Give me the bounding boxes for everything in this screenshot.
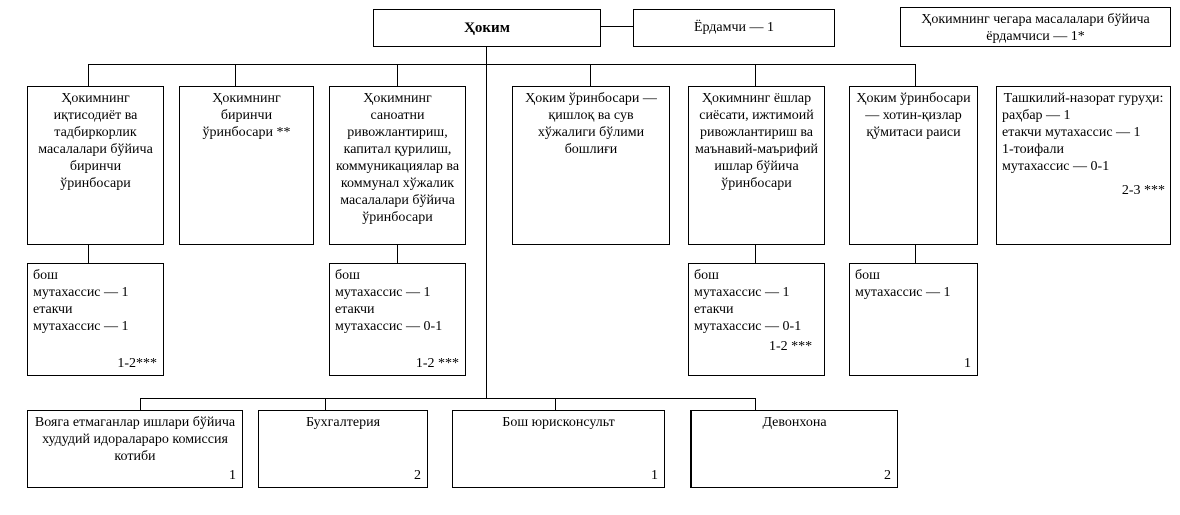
connector-line — [486, 46, 487, 398]
connector-line — [915, 64, 916, 86]
staff-count: 1 — [964, 356, 971, 371]
connector-line — [235, 64, 236, 86]
staff-line: бош — [694, 268, 719, 283]
staff-count: 1-2 *** — [769, 339, 813, 354]
connector-line — [915, 245, 916, 263]
deputy-label: Ҳокимнинг саноатни ривожлантириш, капита… — [335, 91, 460, 225]
border-assistant-box: Ҳокимнинг чегара масалалари бўйича ёрдам… — [900, 7, 1171, 47]
connector-line — [755, 398, 756, 410]
connector-line — [755, 245, 756, 263]
assistant-label: Ёрдамчи — 1 — [693, 20, 775, 35]
staff-box-economy: бош мутахассис — 1 етакчи мутахассис — 1… — [27, 263, 164, 376]
staff-line: мутахассис — 0-1 — [335, 319, 443, 334]
staff-line: бош — [335, 268, 360, 283]
connector-line — [88, 64, 89, 86]
staff-line: бош — [33, 268, 58, 283]
staff-line: бош — [855, 268, 880, 283]
bottom-box-commission: Вояга етмаганлар ишлари бўйича худудий и… — [27, 410, 243, 488]
head-label: Ҳоким — [464, 20, 510, 36]
staff-count: 1-2*** — [117, 356, 157, 371]
assistant-box: Ёрдамчи — 1 — [633, 9, 835, 47]
bottom-label: Бош юрисконсульт — [502, 415, 615, 430]
deputy-box-industry: Ҳокимнинг саноатни ривожлантириш, капита… — [329, 86, 466, 245]
bottom-box-office: Девонхона 2 — [690, 410, 898, 488]
bottom-box-legal: Бош юрисконсульт 1 — [452, 410, 665, 488]
staff-line: мутахассис — 1 — [33, 319, 129, 334]
staff-box-women: бош мутахассис — 1 1 — [849, 263, 978, 376]
deputy-box-economy: Ҳокимнинг иқтисодиёт ва тадбиркорлик мас… — [27, 86, 164, 245]
connector-line — [140, 398, 755, 399]
staff-line: мутахассис — 1 — [335, 285, 431, 300]
bottom-label: Вояга етмаганлар ишлари бўйича худудий и… — [34, 415, 236, 464]
bottom-count: 2 — [414, 468, 421, 483]
deputy-box-agriculture: Ҳоким ўринбосари — қишлоқ ва сув хўжалиг… — [512, 86, 670, 245]
control-group-title: Ташкилий-назорат гуруҳи: — [1003, 91, 1164, 106]
control-group-box: Ташкилий-назорат гуруҳи: раҳбар — 1 етак… — [996, 86, 1171, 245]
connector-line — [88, 64, 916, 65]
deputy-label: Ҳокимнинг иқтисодиёт ва тадбиркорлик мас… — [38, 91, 153, 191]
staff-line: мутахассис — 1 — [33, 285, 129, 300]
control-group-count: 2-3 *** — [1121, 183, 1165, 198]
deputy-box-first: Ҳокимнинг биринчи ўринбосари ** — [179, 86, 314, 245]
control-group-line: 1-тоифали — [1002, 142, 1064, 157]
staff-line: етакчи — [335, 302, 375, 317]
deputy-label: Ҳоким ўринбосари — хотин-қизлар қўмитаси… — [856, 91, 971, 140]
staff-line: етакчи — [694, 302, 734, 317]
connector-line — [397, 245, 398, 263]
connector-line — [325, 398, 326, 410]
connector-line — [397, 64, 398, 86]
staff-box-youth: бош мутахассис — 1 етакчи мутахассис — 0… — [688, 263, 825, 376]
control-group-line: раҳбар — 1 — [1002, 108, 1071, 123]
connector-line — [755, 64, 756, 86]
bottom-label: Бухгалтерия — [305, 415, 381, 430]
staff-box-industry: бош мутахассис — 1 етакчи мутахассис — 0… — [329, 263, 466, 376]
connector-line — [88, 245, 89, 263]
connector-line — [140, 398, 141, 410]
deputy-label: Ҳокимнинг биринчи ўринбосари ** — [202, 91, 291, 140]
control-group-line: етакчи мутахассис — 1 — [1002, 125, 1141, 140]
staff-line: мутахассис — 0-1 — [694, 319, 802, 334]
staff-count: 1-2 *** — [415, 356, 459, 371]
bottom-count: 2 — [884, 468, 891, 483]
connector-line — [600, 26, 634, 27]
bottom-box-accounting: Бухгалтерия 2 — [258, 410, 428, 488]
control-group-line: мутахассис — 0-1 — [1002, 159, 1110, 174]
staff-line: етакчи — [33, 302, 73, 317]
staff-line: мутахассис — 1 — [694, 285, 790, 300]
border-assistant-label: Ҳокимнинг чегара масалалари бўйича ёрдам… — [921, 12, 1150, 44]
bottom-label: Девонхона — [762, 415, 827, 430]
bottom-count: 1 — [651, 468, 658, 483]
deputy-label: Ҳоким ўринбосари — қишлоқ ва сув хўжалиг… — [525, 91, 657, 157]
deputy-label: Ҳокимнинг ёшлар сиёсати, ижтимоий ривожл… — [695, 91, 818, 191]
deputy-box-women: Ҳоким ўринбосари — хотин-қизлар қўмитаси… — [849, 86, 978, 245]
deputy-box-youth: Ҳокимнинг ёшлар сиёсати, ижтимоий ривожл… — [688, 86, 825, 245]
connector-line — [590, 64, 591, 86]
staff-line: мутахассис — 1 — [855, 285, 951, 300]
connector-line — [555, 398, 556, 410]
bottom-count: 1 — [229, 468, 236, 483]
head-box: Ҳоким — [373, 9, 601, 47]
